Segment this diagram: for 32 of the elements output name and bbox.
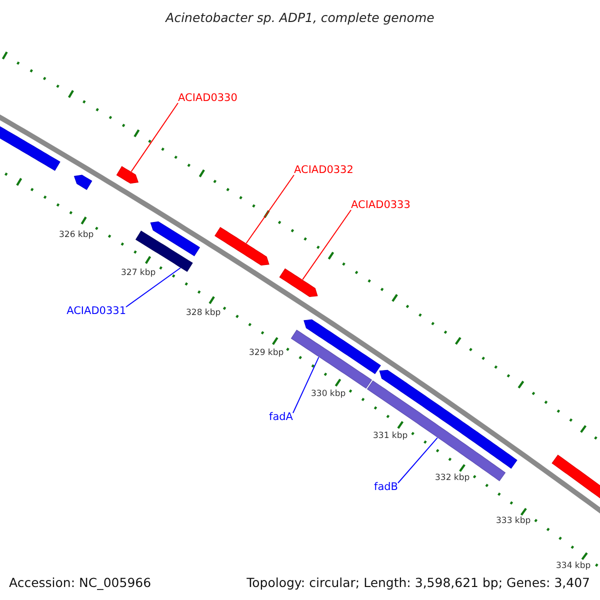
leader-line: [398, 437, 438, 484]
scale-label: 332 kbp: [435, 473, 470, 483]
gene-bar: [150, 221, 200, 256]
gene-bar: [290, 330, 372, 389]
accession-text: Accession: NC_005966: [9, 575, 152, 590]
scale-label: 330 kbp: [311, 389, 346, 399]
gene-bar: [74, 174, 92, 190]
gene-label: ACIAD0333: [351, 199, 410, 211]
genome-info-text: Topology: circular; Length: 3,598,621 bp; Genes: 3,407: [246, 575, 590, 590]
leader-line: [292, 356, 320, 414]
gene-label: fadA: [269, 411, 293, 423]
gene-label: fadB: [374, 481, 398, 493]
scale-label: 326 kbp: [59, 230, 94, 240]
scale-label: 334 kbp: [556, 561, 591, 571]
scale-label: 333 kbp: [496, 516, 531, 526]
gene-label: ACIAD0330: [178, 92, 238, 104]
scale-label: 327 kbp: [121, 268, 156, 278]
gene-bar: [116, 166, 139, 184]
gene-bar: [366, 380, 506, 482]
scale-label: 328 kbp: [186, 308, 221, 318]
leader-line: [130, 102, 178, 172]
gene-bar: [279, 268, 318, 297]
scale-label: 331 kbp: [373, 431, 408, 441]
map-title: Acinetobacter sp. ADP1, complete genome: [164, 10, 436, 25]
gene-label: ACIAD0331: [66, 305, 126, 317]
leader-line: [126, 267, 181, 308]
scale-label: 329 kbp: [249, 348, 284, 358]
gene-label: ACIAD0332: [294, 164, 354, 176]
leader-line: [302, 210, 352, 280]
gene-bar: [304, 319, 381, 374]
gene-bar: [214, 226, 270, 266]
leader-line: [246, 174, 294, 244]
